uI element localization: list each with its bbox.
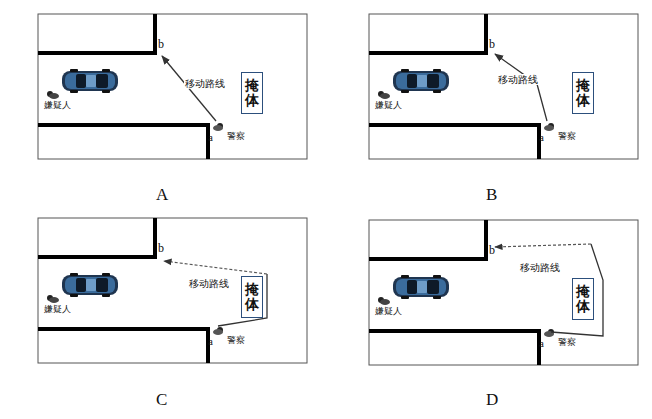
cover-text: 掩体 [245,78,259,109]
point-label: b [158,242,164,255]
route-label: 移动路线 [519,262,561,273]
panel-letter: B [486,186,497,205]
panel-b-scene [369,14,638,159]
cover-box: 掩体 [572,278,594,320]
point-label: a [208,335,213,347]
suspect-label: 嫌疑人 [44,305,71,315]
panel-letter: A [156,186,168,205]
cover-box: 掩体 [241,276,263,318]
point-label: a [539,337,544,349]
police-label: 警察 [227,132,245,142]
cover-box: 掩体 [241,72,263,114]
point-label: b [489,38,495,51]
panel-d-scene [369,220,638,365]
point-label: a [208,131,213,143]
cover-text: 掩体 [576,78,590,109]
cover-text: 掩体 [245,282,259,313]
panel-a-scene [38,14,307,159]
cover-text: 掩体 [576,284,590,315]
police-label: 警察 [227,336,245,346]
point-label: a [539,131,544,143]
panel-letter: C [156,391,167,410]
point-label: b [489,244,495,257]
panel-c-scene [38,218,307,363]
point-label: b [158,38,164,51]
cover-box: 掩体 [572,72,594,114]
police-label: 警察 [558,338,576,348]
route-label: 移动路线 [184,78,226,89]
route-label: 移动路线 [188,278,230,289]
route-label: 移动路线 [497,74,539,85]
suspect-label: 嫌疑人 [44,101,71,111]
suspect-label: 嫌疑人 [375,307,402,317]
police-label: 警察 [558,132,576,142]
panel-letter: D [486,391,498,410]
suspect-label: 嫌疑人 [375,101,402,111]
